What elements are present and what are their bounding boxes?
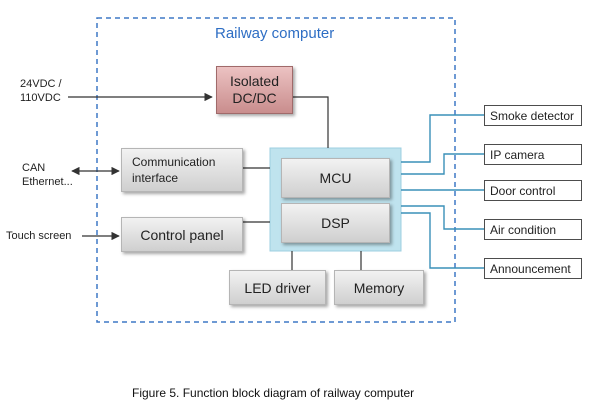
dcdc-to-mcu-line xyxy=(292,96,329,148)
dsp-block: DSP xyxy=(281,203,390,243)
ip-camera-box: IP camera xyxy=(484,144,582,165)
control-panel-block: Control panel xyxy=(121,217,243,252)
network-label-line-2: Ethernet... xyxy=(22,176,73,188)
figure-caption: Figure 5. Function block diagram of rail… xyxy=(132,386,415,400)
memory-block: Memory xyxy=(334,270,424,305)
network-input-label: CAN Ethernet... xyxy=(22,161,73,189)
isolated-line-2: DC/DC xyxy=(232,90,277,106)
announcement-box: Announcement xyxy=(484,258,582,279)
power-label-line-2: 110VDC xyxy=(20,92,61,104)
network-label-line-1: CAN xyxy=(22,162,46,174)
comm-line-1: Communication xyxy=(132,155,216,169)
door-control-box: Door control xyxy=(484,180,582,201)
comm-line-2: interface xyxy=(132,171,179,185)
line-announcement xyxy=(401,212,484,269)
air-condition-box: Air condition xyxy=(484,219,582,240)
isolated-dcdc-block: Isolated DC/DC xyxy=(216,66,293,114)
power-input-label: 24VDC / 110VDC xyxy=(20,77,62,105)
touch-screen-label: Touch screen xyxy=(6,230,72,242)
container-title: Railway computer xyxy=(215,25,335,42)
isolated-line-1: Isolated xyxy=(229,73,280,89)
power-label-line-1: 24VDC / xyxy=(20,78,62,90)
smoke-detector-box: Smoke detector xyxy=(484,105,582,126)
line-air-condition xyxy=(401,205,484,230)
mcu-block: MCU xyxy=(281,158,390,198)
peripheral-lines xyxy=(401,114,484,269)
line-ip-camera xyxy=(401,153,484,175)
communication-interface-block: Communication interface xyxy=(121,148,243,192)
line-smoke-detector xyxy=(401,114,484,163)
led-driver-block: LED driver xyxy=(229,270,326,305)
